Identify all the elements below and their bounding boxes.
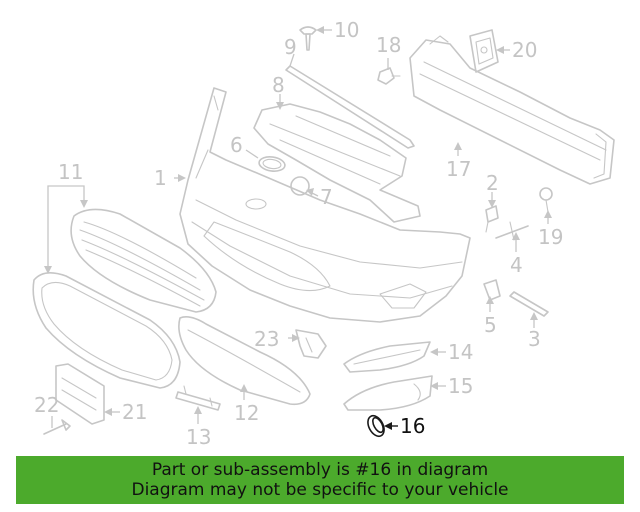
callout-15: 15 xyxy=(448,374,473,398)
part-17-reinforcement xyxy=(409,35,615,185)
banner-line-2: Diagram may not be specific to your vehi… xyxy=(131,480,509,500)
callout-10: 10 xyxy=(334,18,359,42)
part-16-grommet xyxy=(367,414,385,438)
info-banner: Part or sub-assembly is #16 in diagram D… xyxy=(16,456,624,504)
callout-9: 9 xyxy=(284,35,297,59)
part-18-clip xyxy=(377,67,401,85)
callout-16-highlighted: 16 xyxy=(400,414,425,438)
callout-3: 3 xyxy=(528,327,541,351)
part-20-bracket xyxy=(469,29,499,73)
callout-8: 8 xyxy=(272,73,285,97)
part-5-clip xyxy=(483,279,501,301)
part-8-absorber xyxy=(253,103,421,223)
parts-diagram: 10 9 18 20 8 17 6 7 1 11 2 19 4 5 3 23 1… xyxy=(32,18,615,449)
part-15-fog-lamp xyxy=(343,375,433,411)
callout-5: 5 xyxy=(484,313,497,337)
part-6-emblem xyxy=(258,156,286,172)
callout-1: 1 xyxy=(154,166,167,190)
callout-18: 18 xyxy=(376,33,401,57)
part-12-insert xyxy=(178,316,311,406)
callout-21: 21 xyxy=(122,400,147,424)
callout-11: 11 xyxy=(58,160,83,184)
callout-14: 14 xyxy=(448,340,473,364)
part-11-upper-grille xyxy=(70,208,217,313)
callout-23: 23 xyxy=(254,327,279,351)
part-10-screw xyxy=(299,26,317,51)
callout-17: 17 xyxy=(446,157,471,181)
leader-lines xyxy=(44,26,552,430)
part-19-bolt xyxy=(539,187,553,213)
part-11-lower-grille xyxy=(32,272,181,389)
banner-line-1: Part or sub-assembly is #16 in diagram xyxy=(151,460,489,480)
part-3-strip xyxy=(509,291,549,317)
part-7-ring xyxy=(290,176,310,196)
part-14-bezel xyxy=(343,341,431,373)
callout-4: 4 xyxy=(510,253,523,277)
callout-7: 7 xyxy=(320,185,333,209)
callout-12: 12 xyxy=(234,401,259,425)
part-9-strip xyxy=(285,65,415,149)
part-2-bolt xyxy=(485,205,499,233)
callout-6: 6 xyxy=(230,133,243,157)
part-4-stud xyxy=(495,221,529,241)
part-22-screw xyxy=(43,419,71,435)
part-1-bumper-cover xyxy=(179,87,471,323)
callout-22: 22 xyxy=(34,393,59,417)
callout-13: 13 xyxy=(186,425,211,449)
part-21-plate-bracket xyxy=(55,363,105,425)
callout-19: 19 xyxy=(538,225,563,249)
part-13-strip xyxy=(175,385,221,411)
callout-labels: 10 9 18 20 8 17 6 7 1 11 2 19 4 5 3 23 1… xyxy=(34,18,563,449)
callout-2: 2 xyxy=(486,171,499,195)
callout-20: 20 xyxy=(512,38,537,62)
part-23-bracket xyxy=(295,329,327,359)
